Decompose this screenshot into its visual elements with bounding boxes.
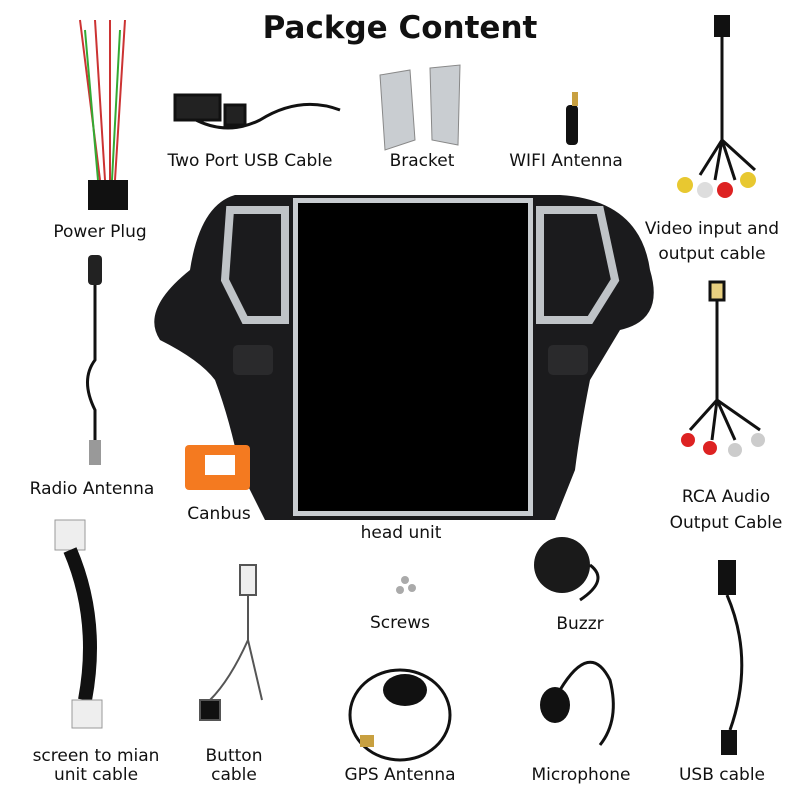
screws-image xyxy=(396,576,416,594)
label-buzzer: Buzzr xyxy=(556,614,604,634)
label-bracket: Bracket xyxy=(389,151,455,171)
screen-cable-image xyxy=(54,519,103,729)
buzzer-image xyxy=(534,537,600,602)
label-button-cable-1: Button xyxy=(205,746,263,766)
gps-antenna-image xyxy=(348,668,452,762)
label-wifi-antenna: WIFI Antenna xyxy=(509,151,623,171)
wifi-antenna-image xyxy=(566,92,578,145)
video-cable-image xyxy=(677,15,757,198)
label-rca-audio-1: RCA Audio xyxy=(681,487,771,507)
label-screws: Screws xyxy=(370,613,430,633)
power-plug-image xyxy=(79,19,128,210)
label-canbus: Canbus xyxy=(187,504,251,524)
button-cable-image xyxy=(199,564,263,721)
label-power-plug: Power Plug xyxy=(53,222,147,242)
label-button-cable-2: cable xyxy=(211,765,257,785)
label-microphone: Microphone xyxy=(531,765,631,785)
usb-cable-image xyxy=(718,560,744,755)
label-screen-cable-2: unit cable xyxy=(53,765,139,785)
label-head-unit: head unit xyxy=(360,523,442,543)
page-title: Packge Content xyxy=(262,10,538,46)
label-radio-antenna: Radio Antenna xyxy=(29,479,155,499)
radio-antenna-image xyxy=(86,255,102,465)
head-unit-image xyxy=(154,195,654,520)
microphone-image xyxy=(540,660,615,746)
rca-audio-cable-image xyxy=(688,280,761,441)
label-usb-cable: USB cable xyxy=(678,765,766,785)
two-port-usb-cable-image xyxy=(173,93,341,130)
bracket-image xyxy=(379,64,461,151)
label-video-cable-1: Video input and xyxy=(644,219,780,239)
label-screen-cable-1: screen to mian xyxy=(32,746,160,766)
label-rca-audio-2: Output Cable xyxy=(669,513,783,533)
label-video-cable-2: output cable xyxy=(658,244,766,264)
label-gps-antenna: GPS Antenna xyxy=(344,765,456,785)
label-two-port-usb-cable: Two Port USB Cable xyxy=(167,151,333,171)
